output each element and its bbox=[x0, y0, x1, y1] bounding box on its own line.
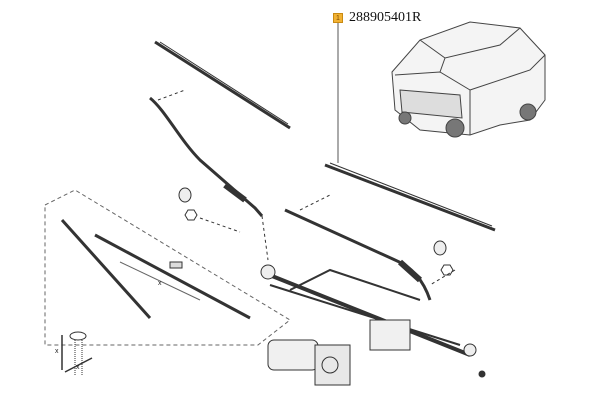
wiper-linkage-motor bbox=[260, 264, 486, 386]
part-number-label[interactable]: 288905401R bbox=[349, 10, 422, 25]
callout-badge[interactable]: 1 bbox=[333, 13, 343, 23]
screw-x-label: x bbox=[76, 364, 80, 371]
car-illustration bbox=[391, 21, 546, 138]
blade-length-label: x bbox=[158, 280, 162, 287]
wiper-arm-passenger bbox=[284, 194, 432, 301]
caps-nuts bbox=[178, 187, 456, 286]
screw-detail bbox=[61, 331, 93, 375]
screw-y-label: x bbox=[55, 348, 59, 355]
wiper-arm-driver bbox=[149, 89, 264, 217]
wiper-blade-driver bbox=[154, 40, 291, 130]
wiper-blade-passenger bbox=[324, 162, 496, 232]
alternate-blade-box bbox=[44, 189, 291, 346]
flat-wiper-blades bbox=[60, 218, 251, 320]
